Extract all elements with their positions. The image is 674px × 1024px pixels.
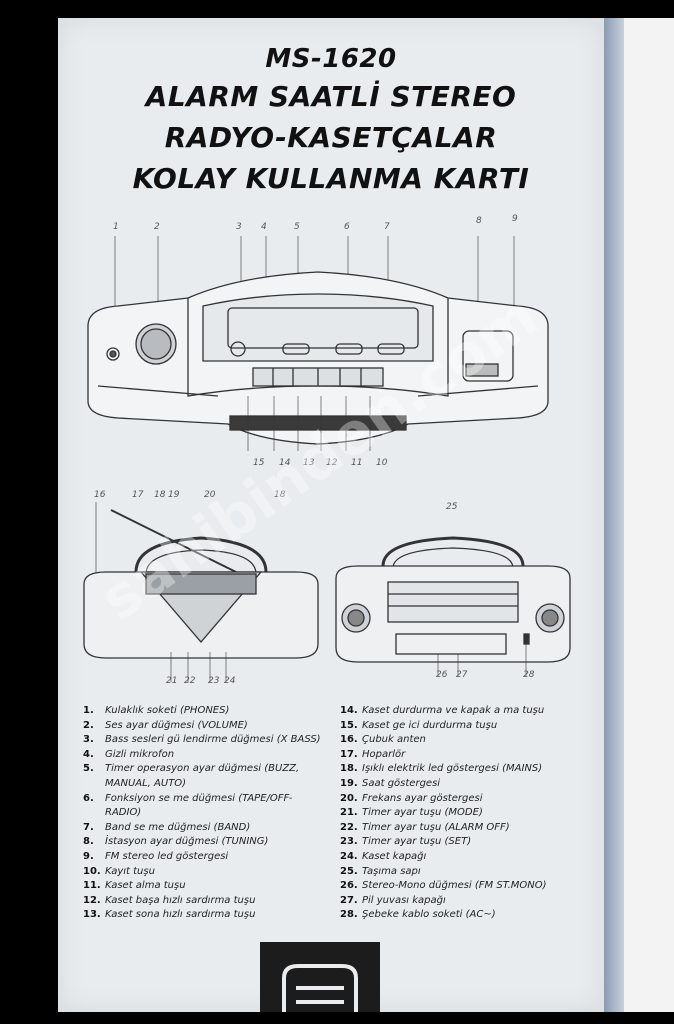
callout-number: 26 — [436, 670, 448, 680]
list-item: 13.Kaset sona hızlı sardırma tuşu — [83, 909, 256, 921]
list-item: 16.Çubuk anten — [340, 734, 426, 746]
callout-number: 24 — [224, 676, 236, 686]
list-item: 25.Taşıma sapı — [340, 865, 421, 877]
callout-number: 18 — [154, 490, 166, 500]
callout-number: 28 — [523, 670, 535, 680]
callout-number: 11 — [351, 458, 363, 468]
list-item-continued: RADIO) — [105, 807, 142, 819]
list-item: 17.Hoparlör — [340, 748, 406, 760]
callout-number: 5 — [294, 222, 300, 232]
list-item: 10.Kayıt tuşu — [83, 865, 155, 877]
callout-number: 1 — [113, 222, 119, 232]
list-item: 5.Timer operasyon ayar düğmesi (BUZZ, — [83, 763, 300, 775]
callout-number: 12 — [326, 458, 338, 468]
background-edge — [604, 18, 624, 1012]
callout-number: 8 — [476, 216, 482, 226]
list-item: 11.Kaset alma tuşu — [83, 880, 186, 892]
list-item: 21.Timer ayar tuşu (MODE) — [340, 807, 483, 819]
callout-number: 4 — [261, 222, 267, 232]
list-item: 2.Ses ayar düğmesi (VOLUME) — [83, 719, 248, 731]
callout-number: 3 — [236, 222, 242, 232]
front-view-diagram — [87, 236, 549, 451]
callout-number: 20 — [204, 490, 216, 500]
callout-number: 6 — [344, 222, 350, 232]
logo-icon — [282, 964, 358, 1012]
list-item: 8.İstasyon ayar düğmesi (TUNING) — [83, 836, 269, 848]
manual-card: MS-1620 ALARM SAATLİ STEREO RADYO-KASETÇ… — [58, 18, 604, 1012]
list-item: 4.Gizli mikrofon — [83, 748, 175, 760]
title-line-3: RADYO-KASETÇALAR — [164, 121, 498, 154]
callout-number: 7 — [384, 222, 390, 232]
list-item: 23.Timer ayar tuşu (SET) — [340, 836, 472, 848]
brand-logo — [260, 942, 380, 1012]
callout-number: 14 — [279, 458, 291, 468]
list-item: 28.Şebeke kablo soketi (AC~) — [340, 909, 496, 921]
model-title: MS-1620 — [265, 44, 397, 74]
callout-number: 17 — [132, 490, 144, 500]
callout-number: 10 — [376, 458, 388, 468]
callout-number: 9 — [512, 214, 518, 224]
callout-number: 23 — [208, 676, 220, 686]
bottom-black-bar — [0, 1012, 674, 1024]
list-item: 27.Pil yuvası kapağı — [340, 894, 446, 906]
callout-number: 15 — [253, 458, 265, 468]
parts-list-left: 1.Kulaklık soketi (PHONES) 2.Ses ayar dü… — [83, 704, 321, 923]
list-item: 22.Timer ayar tuşu (ALARM OFF) — [340, 821, 510, 833]
list-item: 12.Kaset başa hızlı sardırma tuşu — [83, 894, 256, 906]
callout-number: 22 — [184, 676, 196, 686]
title-line-2: ALARM SAATLİ STEREO — [145, 80, 517, 113]
title-line-4: KOLAY KULLANMA KARTI — [132, 162, 530, 195]
list-item: 24.Kaset kapağı — [340, 850, 427, 862]
list-item: 19.Saat göstergesi — [340, 777, 441, 789]
list-item: 18.Işıklı elektrik led göstergesi (MAINS… — [340, 763, 543, 775]
list-item: 14.Kaset durdurma ve kapak a ma tuşu — [340, 705, 545, 716]
background-strip — [624, 18, 674, 1012]
list-item: 7.Band se me düğmesi (BAND) — [83, 821, 251, 833]
callout-number: 21 — [166, 676, 178, 686]
parts-list-right: 14.Kaset durdurma ve kapak a ma tuşu 15.… — [340, 704, 547, 923]
back-view-diagram — [335, 536, 571, 676]
callout-number: 27 — [456, 670, 468, 680]
callout-number: 25 — [446, 502, 458, 512]
list-item: 26.Stereo-Mono düğmesi (FM ST.MONO) — [340, 880, 547, 892]
list-item: 6.Fonksiyon se me düğmesi (TAPE/OFF- — [83, 792, 293, 804]
callout-number: 2 — [154, 222, 160, 232]
callout-number: 19 — [168, 490, 180, 500]
top-black-bar — [0, 0, 674, 18]
callout-number: 13 — [303, 458, 315, 468]
list-item: 1.Kulaklık soketi (PHONES) — [83, 705, 230, 716]
side-view-diagram — [83, 502, 319, 682]
callout-number: 18 — [274, 490, 286, 500]
list-item: 9.FM stereo led göstergesi — [83, 850, 229, 862]
list-item: 20.Frekans ayar göstergesi — [340, 792, 483, 804]
list-item-continued: MANUAL, AUTO) — [105, 777, 187, 789]
list-item: 3.Bass sesleri gü lendirme düğmesi (X BA… — [83, 734, 321, 746]
callout-number: 16 — [94, 490, 106, 500]
list-item: 15.Kaset ge ici durdurma tuşu — [340, 719, 498, 731]
